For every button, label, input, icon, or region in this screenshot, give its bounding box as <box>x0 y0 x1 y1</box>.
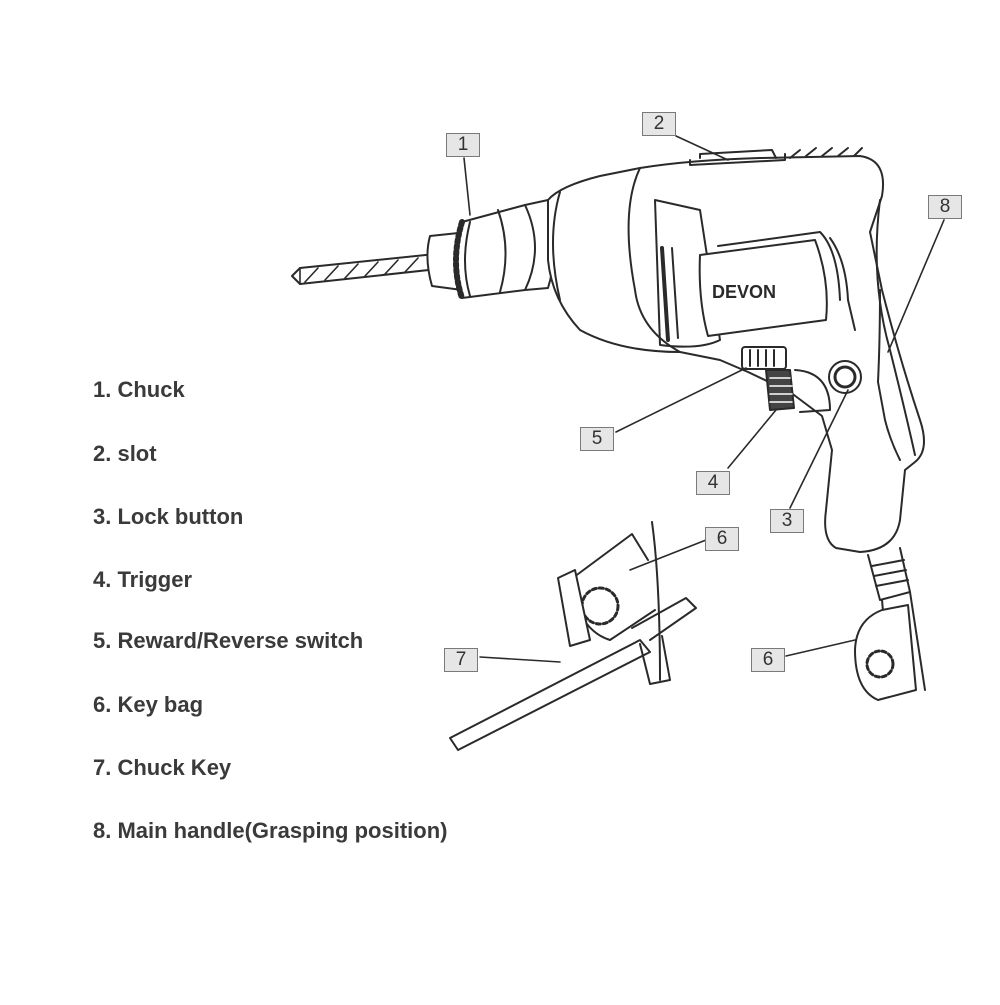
legend-item-chuck: 1. Chuck <box>93 377 185 402</box>
drill-body <box>547 147 925 553</box>
callout-6-key-bag: 6 <box>705 527 739 551</box>
legend-item-chuck-key: 7. Chuck Key <box>93 755 232 780</box>
chuck <box>426 199 555 301</box>
legend-item-trigger: 4. Trigger <box>93 567 193 592</box>
brand-panel <box>698 231 856 337</box>
callout-5: 5 <box>580 427 614 451</box>
drill-bit <box>291 252 448 285</box>
lock-button <box>828 360 862 394</box>
legend-item-slot: 2. slot <box>93 441 157 466</box>
callout-7: 7 <box>444 648 478 672</box>
callout-2: 2 <box>642 112 676 136</box>
reverse-switch <box>741 346 787 370</box>
trigger <box>765 369 831 413</box>
brand-logo: DEVON <box>712 282 776 302</box>
legend-item-lock-button: 3. Lock button <box>93 504 244 529</box>
callout-6-cord: 6 <box>751 648 785 672</box>
key-bag-cord <box>854 604 917 701</box>
callout-8: 8 <box>928 195 962 219</box>
chuck-key <box>449 521 697 751</box>
legend-item-main-handle: 8. Main handle(Grasping position) <box>93 818 448 843</box>
legend-item-reverse-switch: 5. Reward/Reverse switch <box>93 628 364 653</box>
callout-3: 3 <box>770 509 804 533</box>
callout-4: 4 <box>696 471 730 495</box>
callout-1: 1 <box>446 133 480 157</box>
legend-item-key-bag: 6. Key bag <box>93 692 204 717</box>
main-handle <box>875 199 916 461</box>
leader-lines <box>463 135 945 663</box>
